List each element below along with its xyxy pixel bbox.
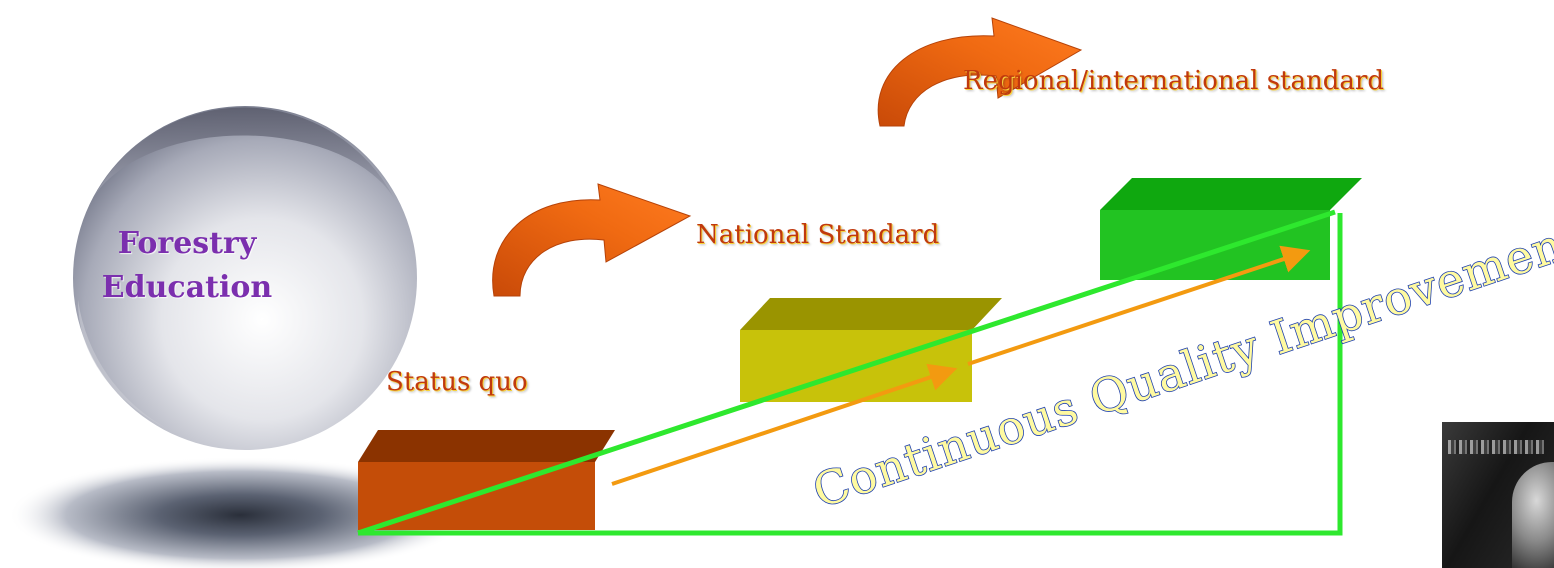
step-regional-standard bbox=[1100, 178, 1362, 280]
improvement-frame bbox=[357, 209, 1343, 536]
curved-arrow-icon bbox=[492, 183, 692, 297]
step-label-status-quo: Status quo bbox=[386, 367, 528, 397]
sphere-title: Forestry Education bbox=[72, 222, 302, 310]
step-label-national: National Standard bbox=[696, 220, 940, 250]
progress-arrow-icon bbox=[611, 363, 958, 486]
sphere-title-line2: Education bbox=[101, 270, 273, 305]
progress-arrow-icon bbox=[967, 245, 1311, 366]
step-status-quo bbox=[358, 430, 615, 530]
photo-thumbnail bbox=[1442, 422, 1554, 568]
step-label-regional: Regional/international standard bbox=[963, 66, 1384, 96]
curved-arrow-icon bbox=[877, 17, 1083, 127]
sphere-title-line1: Forestry bbox=[117, 226, 257, 261]
forestry-sphere bbox=[73, 106, 417, 450]
sphere-shadow bbox=[8, 457, 472, 568]
step-national-standard bbox=[740, 298, 1002, 402]
